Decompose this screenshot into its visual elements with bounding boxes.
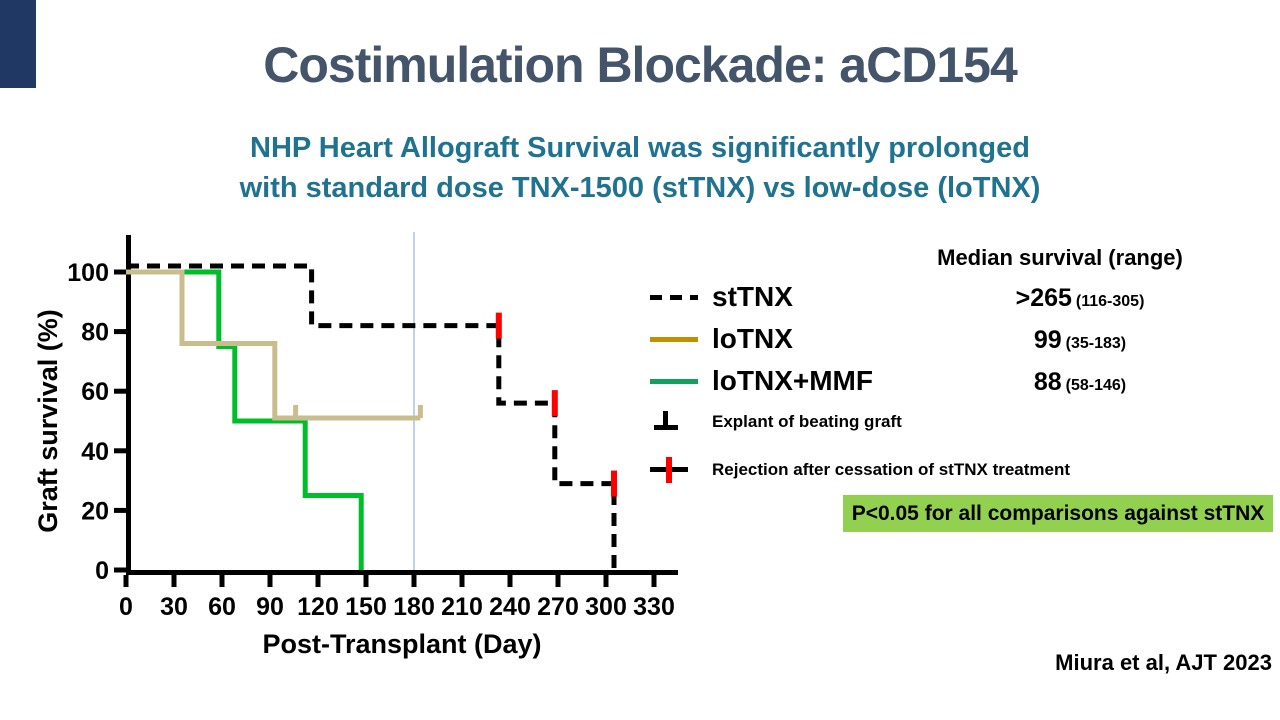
median-range-lotnx: (35-183) xyxy=(1065,335,1127,352)
explant-mark-loTNX xyxy=(293,405,299,419)
y-tick-label: 80 xyxy=(81,319,109,347)
y-axis-title: Graft survival (%) xyxy=(33,309,63,533)
median-value-lotnx-mmf: 88 xyxy=(1033,368,1062,396)
rejection-label: Rejection after cessation of stTNX treat… xyxy=(712,460,1071,479)
slide-subtitle: NHP Heart Allograft Survival was signifi… xyxy=(0,128,1280,208)
y-tick xyxy=(114,329,126,335)
x-tick xyxy=(171,575,177,587)
x-tick-label: 210 xyxy=(441,593,483,621)
rejection-mark-stTNX xyxy=(551,390,558,417)
rejection-mark-icon xyxy=(650,457,688,483)
x-tick xyxy=(507,575,513,587)
legend-label-sttnx: stTNX xyxy=(712,281,793,312)
subtitle-line-1: NHP Heart Allograft Survival was signifi… xyxy=(250,132,1030,164)
y-tick xyxy=(114,567,126,573)
lotnx-mmf-line-sample-icon xyxy=(650,379,698,384)
accent-corner-bar xyxy=(0,0,36,88)
median-row-sttnx: >265(116-305) xyxy=(950,284,1210,316)
citation: Miura et al, AJT 2023 xyxy=(1055,650,1272,675)
median-value-sttnx: >265 xyxy=(1015,284,1072,312)
median-range-lotnx-mmf: (58-146) xyxy=(1065,377,1127,394)
series-path-stTNX xyxy=(126,263,617,570)
slide-title: Costimulation Blockade: aCD154 xyxy=(263,37,1018,93)
x-tick xyxy=(459,575,465,587)
median-value-lotnx: 99 xyxy=(1033,326,1062,354)
y-tick xyxy=(114,388,126,394)
explant-censor-icon xyxy=(654,410,678,430)
subtitle-line-2: with standard dose TNX-1500 (stTNX) vs l… xyxy=(239,172,1041,204)
x-tick xyxy=(363,575,369,587)
pvalue-note: P<0.05 for all comparisons against stTNX xyxy=(843,495,1273,532)
y-tick-label: 20 xyxy=(81,497,109,525)
x-tick xyxy=(267,575,273,587)
explant-mark-loTNX xyxy=(417,405,423,419)
x-tick-label: 180 xyxy=(393,593,435,621)
x-tick-label: 300 xyxy=(585,593,627,621)
y-tick-label: 40 xyxy=(81,438,109,466)
series-path-loTNX+MMF xyxy=(126,269,364,570)
x-tick-label: 0 xyxy=(119,593,133,621)
y-tick-label: 60 xyxy=(81,378,109,406)
x-tick xyxy=(219,575,225,587)
x-axis xyxy=(126,570,678,575)
y-tick xyxy=(114,507,126,513)
x-tick xyxy=(603,575,609,587)
rejection-mark-stTNX xyxy=(495,312,502,339)
y-tick xyxy=(114,448,126,454)
x-tick-label: 30 xyxy=(160,593,188,621)
median-row-lotnx: 99(35-183) xyxy=(950,326,1210,358)
x-tick xyxy=(411,575,417,587)
x-tick-label: 240 xyxy=(489,593,531,621)
x-tick-label: 270 xyxy=(537,593,579,621)
y-tick xyxy=(114,269,126,275)
y-tick-label: 100 xyxy=(67,259,109,287)
x-tick xyxy=(123,575,129,587)
legend-label-lotnx-mmf: loTNX+MMF xyxy=(712,365,873,396)
x-tick-label: 330 xyxy=(633,593,675,621)
lotnx-line-sample-icon xyxy=(650,337,698,342)
y-tick-label: 0 xyxy=(95,557,109,585)
x-tick xyxy=(315,575,321,587)
sttnx-line-sample-icon xyxy=(650,295,698,300)
y-axis xyxy=(126,235,131,575)
x-tick xyxy=(555,575,561,587)
x-axis-title: Post-Transplant (Day) xyxy=(262,629,541,659)
median-survival-header: Median survival (range) xyxy=(937,245,1183,270)
rejection-mark-stTNX xyxy=(611,470,617,497)
x-tick-label: 150 xyxy=(345,593,387,621)
x-tick xyxy=(651,575,657,587)
x-tick-label: 90 xyxy=(256,593,284,621)
median-range-sttnx: (116-305) xyxy=(1075,293,1145,310)
x-tick-label: 120 xyxy=(297,593,339,621)
explant-label: Explant of beating graft xyxy=(712,412,902,431)
x-tick-label: 60 xyxy=(208,593,236,621)
median-row-lotnx-mmf: 88(58-146) xyxy=(950,368,1210,400)
series-path-loTNX xyxy=(126,269,421,421)
legend-label-lotnx: loTNX xyxy=(712,323,793,354)
